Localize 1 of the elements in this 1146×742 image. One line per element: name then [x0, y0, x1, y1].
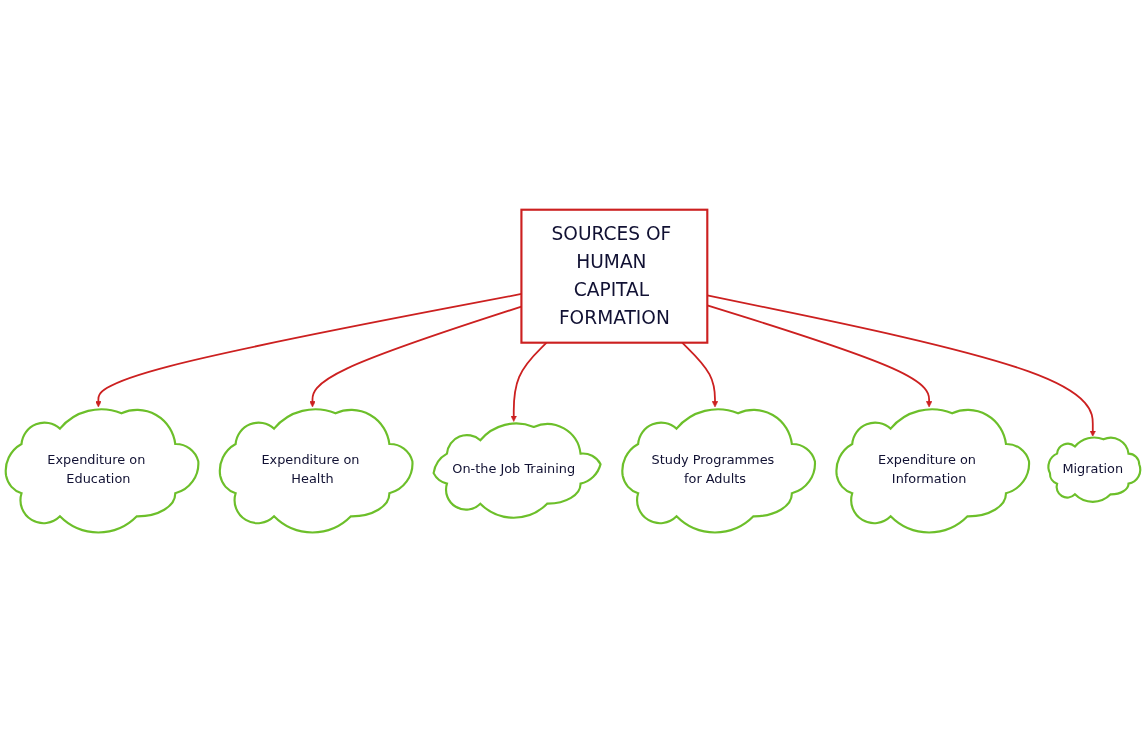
node-box: SOURCES OF HUMAN CAPITAL FORMATION — [520, 208, 709, 344]
